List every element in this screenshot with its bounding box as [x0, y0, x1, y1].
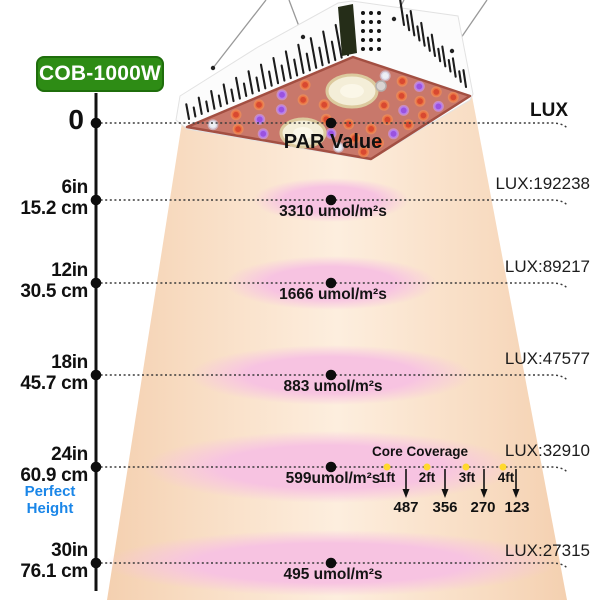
par-value-24in: 599umol/m²s: [285, 470, 381, 487]
cob-chips: [279, 73, 387, 149]
core-coverage-dots: [383, 463, 507, 471]
par-value-18in: 883 umol/m²s: [283, 378, 383, 395]
center-par-dots: [325, 117, 337, 569]
lux-value-6in: LUX:192238: [495, 174, 590, 193]
par-value-6in: 3310 umol/m²s: [279, 203, 387, 220]
core-coverage-1ft-label: 1ft: [378, 470, 396, 485]
model-badge: COB-1000W: [36, 56, 164, 92]
par-value-30in: 495 umol/m²s: [283, 566, 383, 583]
core-coverage-3ft-value: 270: [470, 499, 496, 516]
level-dashed-lines: [96, 122, 568, 569]
heatsink-vents: [185, 0, 468, 121]
core-coverage-1ft-value: 487: [393, 499, 419, 516]
tick-0: 0: [68, 104, 84, 135]
wire-hooks: [210, 16, 455, 71]
core-coverage-arrows: [402, 469, 520, 498]
lux-value-12in: LUX:89217: [504, 257, 590, 276]
core-coverage-4ft-label: 4ft: [497, 470, 515, 485]
core-coverage-4ft-value: 123: [504, 499, 530, 516]
vent-hole-grid: [361, 11, 381, 51]
core-coverage-2ft-label: 2ft: [418, 470, 436, 485]
lux-value-30in: LUX:27315: [504, 541, 590, 560]
core-coverage-2ft-value: 356: [432, 499, 458, 516]
lux-value-18in: LUX:47577: [504, 349, 590, 368]
perfect-height-note: Perfect Height: [24, 483, 76, 517]
top-vent-panel: [338, 4, 357, 56]
core-coverage-3ft-label: 3ft: [458, 470, 476, 485]
lux-value-24in: LUX:32910: [504, 441, 590, 460]
lux-column-header: LUX: [530, 100, 568, 121]
par-value-12in: 1666 umol/m²s: [279, 286, 387, 303]
axis-level-dots: [90, 117, 102, 569]
led-chips: [207, 70, 459, 158]
grow-light-fixture-image: [175, 0, 488, 161]
core-coverage-title: Core Coverage: [371, 444, 469, 459]
par-value-label: PAR Value: [283, 131, 383, 153]
